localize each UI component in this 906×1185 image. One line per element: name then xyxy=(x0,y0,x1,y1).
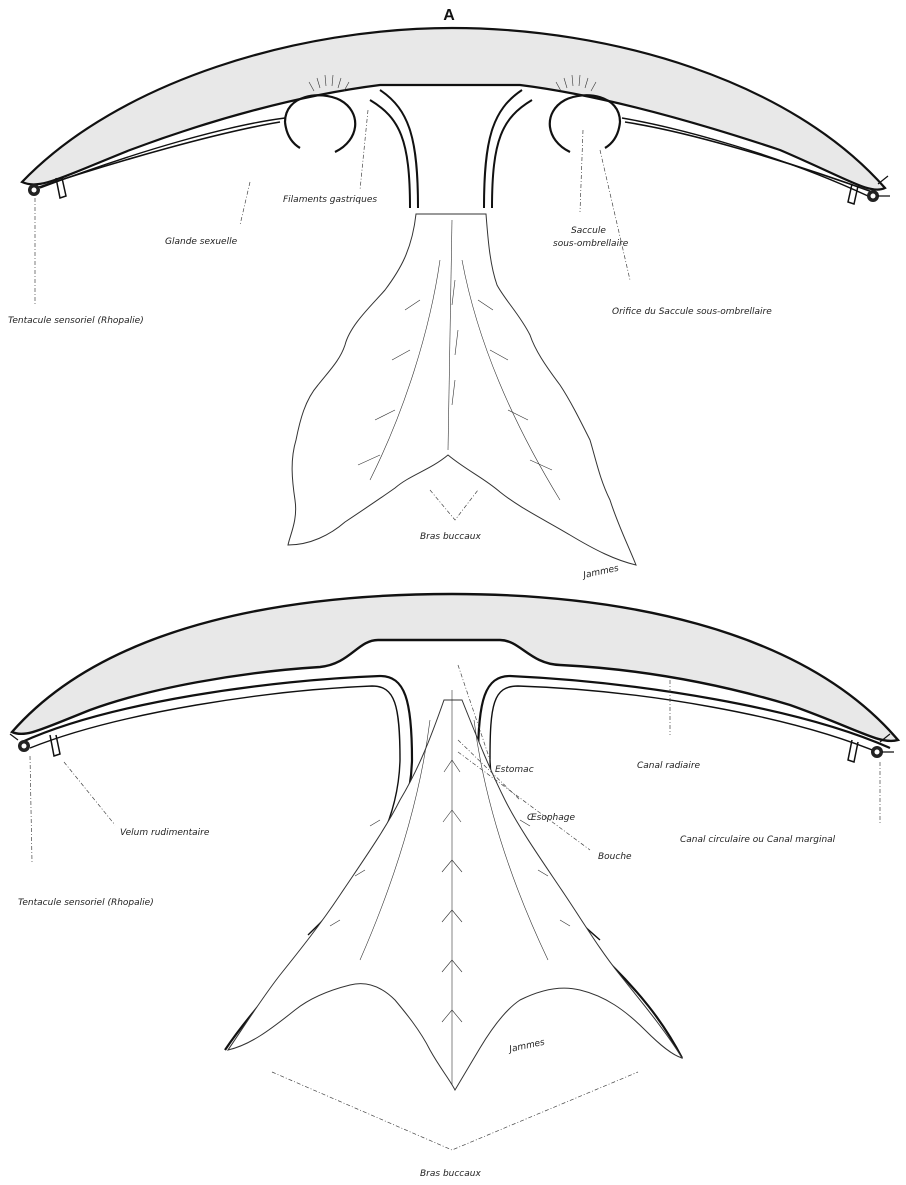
panel-a-manubrium-left xyxy=(380,90,418,208)
panel-a-manubrium-right xyxy=(484,90,522,208)
panel-a: A xyxy=(8,7,890,581)
label-b-mouth: Bouche xyxy=(598,852,632,862)
panel-b-oral-arms xyxy=(228,700,682,1090)
label-b-esophagus: Œsophage xyxy=(527,813,575,823)
label-a-gonad: Glande sexuelle xyxy=(165,237,238,247)
label-a-saccule-2: sous-ombrellaire xyxy=(553,239,629,249)
label-a-tentacle: Tentacule sensoriel (Rhopalie) xyxy=(8,316,144,326)
panel-a-rhopalia xyxy=(28,176,890,204)
label-a-arms: Bras buccaux xyxy=(420,532,481,542)
label-b-stomach: Estomac xyxy=(495,765,534,775)
label-b-velum: Velum rudimentaire xyxy=(120,828,210,838)
panel-a-saccule-right xyxy=(550,95,620,152)
label-a-orifice: Orifice du Saccule sous-ombrellaire xyxy=(612,307,772,317)
label-b-tentacle: Tentacule sensoriel (Rhopalie) xyxy=(18,898,154,908)
panel-b-subumbrella-left xyxy=(22,676,412,1050)
label-a-saccule: Saccule xyxy=(571,226,606,236)
panel-a-letter: A xyxy=(443,7,455,24)
panel-a-signature: Jammes xyxy=(581,564,620,582)
panel-b: B xyxy=(10,594,898,1179)
label-b-arms: Bras buccaux xyxy=(420,1169,481,1179)
panel-a-oral-arms xyxy=(288,214,636,565)
panel-a-umbrella xyxy=(22,28,885,190)
label-a-gastric: Filaments gastriques xyxy=(283,195,377,205)
panel-b-signature: Jammes xyxy=(507,1038,546,1056)
label-b-circular: Canal circulaire ou Canal marginal xyxy=(680,835,836,845)
panel-a-saccule-left xyxy=(285,95,355,152)
label-b-radial: Canal radiaire xyxy=(637,761,701,771)
